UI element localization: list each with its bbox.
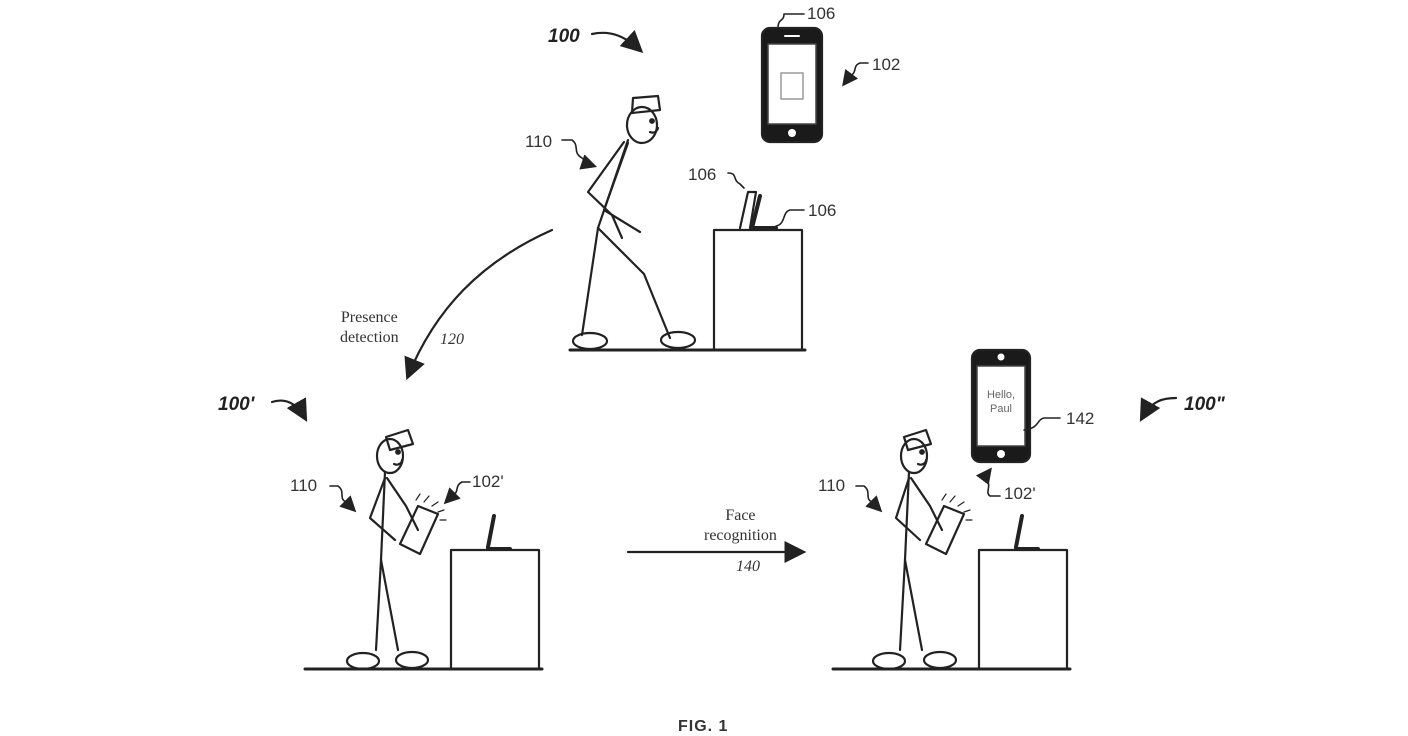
presence-detection-arrow xyxy=(404,228,554,381)
person-holding-device-110-left xyxy=(345,428,447,671)
presence-detection-label: Presence detection xyxy=(340,309,399,346)
ref-106-phone: 106 xyxy=(807,4,836,23)
ref-102-prime-right: 102' xyxy=(1004,484,1036,503)
person-walking-110 xyxy=(571,94,697,351)
ref-142: 142 xyxy=(1066,409,1095,428)
ref-120: 120 xyxy=(440,331,464,348)
scene-label-100-prime: 100' xyxy=(218,394,255,415)
phone-screen-greeting: Hello, Paul xyxy=(986,389,1016,415)
ref-110-top: 110 xyxy=(525,132,553,151)
ref-arrow-100 xyxy=(590,29,644,54)
scene-label-100-double-prime: 100" xyxy=(1184,394,1225,415)
desk xyxy=(977,548,1069,671)
ref-110-left: 110 xyxy=(290,476,318,495)
ref-140: 140 xyxy=(736,558,760,575)
scene-label-100: 100 xyxy=(548,26,580,47)
desk xyxy=(712,228,804,352)
person-holding-device-110-right xyxy=(871,428,973,671)
ref-106-laptop-a: 106 xyxy=(688,165,717,184)
ref-106-laptop-b: 106 xyxy=(808,201,837,220)
desk xyxy=(449,548,541,671)
ref-102-prime-left: 102' xyxy=(472,472,504,491)
ref-102: 102 xyxy=(872,55,901,74)
ref-110-right: 110 xyxy=(818,476,846,495)
face-recognition-label: Face recognition xyxy=(704,507,777,544)
figure-caption: FIG. 1 xyxy=(678,718,729,735)
